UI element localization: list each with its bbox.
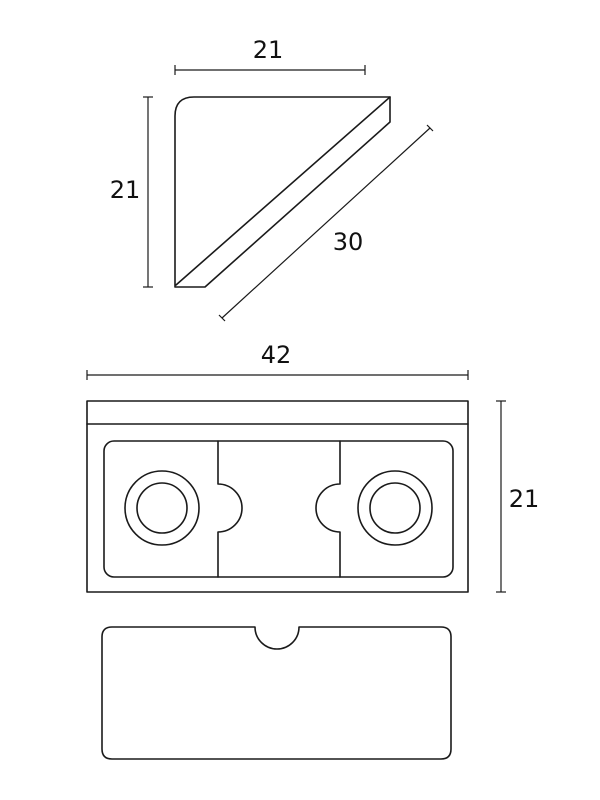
front-outer-frame — [86, 400, 469, 593]
dimension-front-height: 21 — [496, 400, 540, 593]
dimension-diagonal: 30 — [218, 124, 434, 322]
center-section-left-edge — [217, 440, 243, 578]
left-hole — [124, 470, 200, 546]
front-view — [86, 400, 469, 593]
dimension-front-width: 42 — [86, 341, 469, 380]
right-hole-outer-ring — [357, 470, 433, 546]
front-inner-panel — [103, 440, 454, 578]
dim-label-top-height: 21 — [110, 176, 141, 204]
top-view — [174, 96, 391, 288]
right-hole — [357, 470, 433, 546]
dimension-top-width: 21 — [174, 36, 366, 75]
cover-plate — [101, 626, 452, 760]
left-hole-inner — [136, 482, 188, 534]
dim-label-front-height: 21 — [509, 485, 540, 513]
triangle-bevel — [175, 96, 391, 286]
triangle-outline — [174, 96, 391, 288]
right-hole-inner — [369, 482, 421, 534]
left-hole-outer-ring — [124, 470, 200, 546]
dim-label-top-width: 21 — [253, 36, 284, 64]
dim-label-front-width: 42 — [261, 341, 292, 369]
cover-plate-outline — [101, 626, 452, 760]
dimension-top-height: 21 — [110, 96, 153, 288]
center-section-right-edge — [315, 440, 341, 578]
dim-label-diagonal: 30 — [333, 228, 364, 256]
